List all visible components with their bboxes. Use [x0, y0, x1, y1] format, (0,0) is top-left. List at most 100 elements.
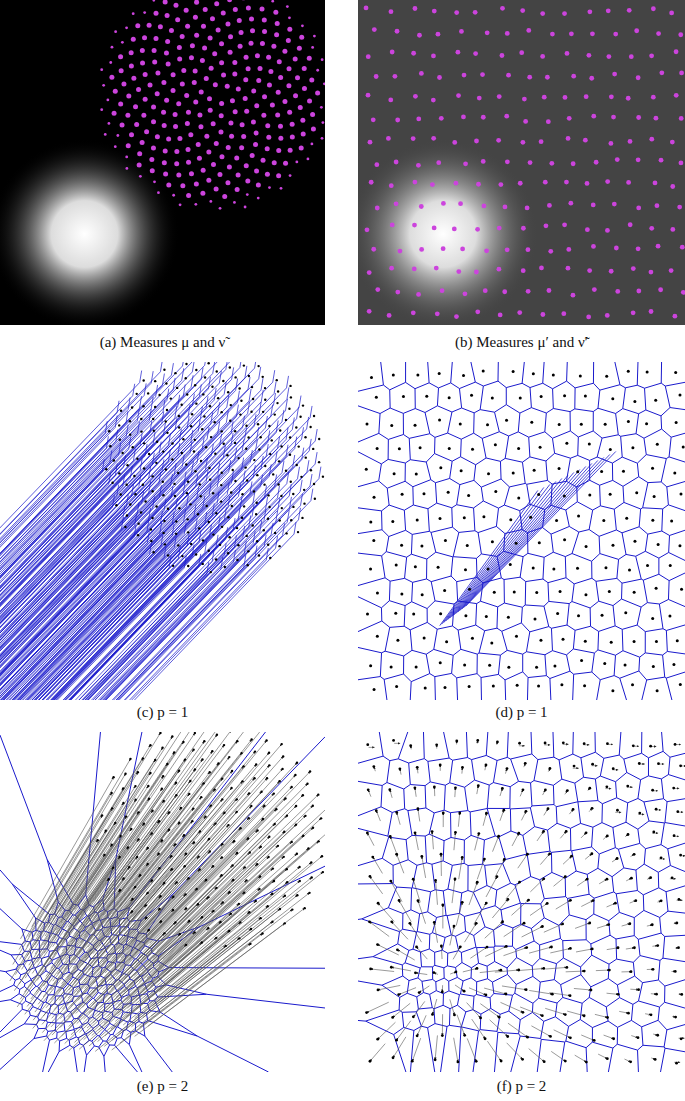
- site-point: [675, 421, 678, 424]
- site-point: [412, 613, 415, 616]
- target-point: [417, 33, 422, 38]
- site-point: [194, 470, 196, 472]
- site-point: [266, 905, 268, 907]
- transport-arrow: [474, 903, 486, 924]
- target-point: [228, 34, 233, 39]
- site-point: [124, 526, 126, 528]
- target-point: [669, 268, 674, 273]
- target-point: [679, 116, 684, 121]
- site-point: [275, 808, 277, 810]
- transport-arrow: [529, 1049, 545, 1062]
- site-point: [448, 447, 451, 450]
- site-point: [148, 453, 150, 455]
- site-point: [129, 433, 131, 435]
- site-point: [466, 544, 469, 547]
- site-point: [187, 481, 189, 483]
- site-point: [118, 856, 120, 858]
- site-point: [194, 732, 196, 734]
- target-point: [366, 54, 371, 59]
- site-point: [576, 567, 579, 570]
- target-point: [475, 227, 480, 232]
- site-point: [147, 785, 149, 787]
- site-point: [529, 516, 532, 519]
- target-point: [173, 124, 178, 129]
- target-point: [206, 150, 211, 155]
- target-point: [656, 31, 661, 36]
- target-point: [594, 160, 599, 165]
- site-point: [155, 505, 157, 507]
- site-point: [268, 752, 270, 754]
- target-point: [411, 310, 416, 315]
- site-point: [268, 425, 270, 427]
- site-point: [200, 495, 202, 497]
- site-point: [245, 425, 247, 427]
- transport-arrow: [622, 971, 632, 972]
- transport-arrow: [109, 732, 246, 906]
- site-point: [654, 399, 657, 402]
- target-point: [244, 109, 249, 114]
- target-point: [316, 69, 319, 72]
- transport-arrow: [103, 741, 237, 915]
- target-point: [567, 116, 572, 121]
- transport-arrow: [615, 812, 621, 813]
- cell-boundary: [0, 429, 317, 700]
- site-point: [178, 770, 180, 772]
- site-point: [250, 411, 252, 413]
- target-point: [419, 247, 424, 252]
- site-point: [292, 506, 294, 508]
- site-point: [174, 495, 176, 497]
- site-point: [255, 502, 257, 504]
- target-point: [571, 161, 576, 166]
- target-point: [585, 181, 590, 186]
- site-point: [132, 446, 134, 448]
- site-point: [277, 390, 279, 392]
- target-point: [609, 269, 614, 274]
- transport-arrow: [554, 877, 566, 887]
- target-point: [629, 54, 634, 59]
- site-point: [240, 400, 242, 402]
- target-point: [189, 55, 194, 60]
- target-point: [125, 167, 128, 170]
- transport-arrow: [122, 741, 266, 915]
- target-point: [141, 113, 146, 118]
- site-point: [257, 423, 259, 425]
- target-point: [394, 201, 399, 206]
- site-point: [517, 496, 520, 499]
- site-point: [519, 396, 522, 399]
- site-point: [246, 535, 248, 537]
- transport-arrow: [151, 772, 310, 936]
- target-point: [177, 45, 182, 50]
- target-point: [498, 182, 503, 187]
- target-point: [441, 201, 446, 206]
- site-point: [443, 589, 446, 592]
- site-point: [249, 943, 251, 945]
- site-point: [220, 484, 222, 486]
- target-point: [389, 183, 394, 188]
- target-point: [150, 168, 155, 173]
- site-point: [518, 742, 521, 745]
- target-point: [636, 75, 641, 80]
- target-point: [455, 50, 460, 55]
- target-point: [587, 9, 592, 14]
- target-point: [282, 49, 287, 54]
- target-point: [137, 151, 142, 156]
- target-point: [477, 96, 482, 101]
- site-point: [438, 418, 441, 421]
- target-point: [174, 161, 179, 166]
- target-point: [452, 227, 457, 232]
- site-point: [111, 481, 113, 483]
- cell-boundary: [0, 474, 312, 700]
- target-point: [164, 50, 169, 55]
- site-point: [604, 423, 607, 426]
- transport-arrow: [112, 944, 251, 1050]
- site-point: [300, 476, 302, 478]
- site-point: [134, 798, 136, 800]
- site-point: [304, 815, 306, 817]
- site-point: [515, 542, 518, 545]
- transport-arrow: [619, 1011, 628, 1013]
- transport-arrow: [412, 1038, 420, 1061]
- site-point: [603, 662, 606, 665]
- site-point: [150, 528, 152, 530]
- site-point: [416, 766, 419, 769]
- transport-arrow: [432, 999, 436, 1014]
